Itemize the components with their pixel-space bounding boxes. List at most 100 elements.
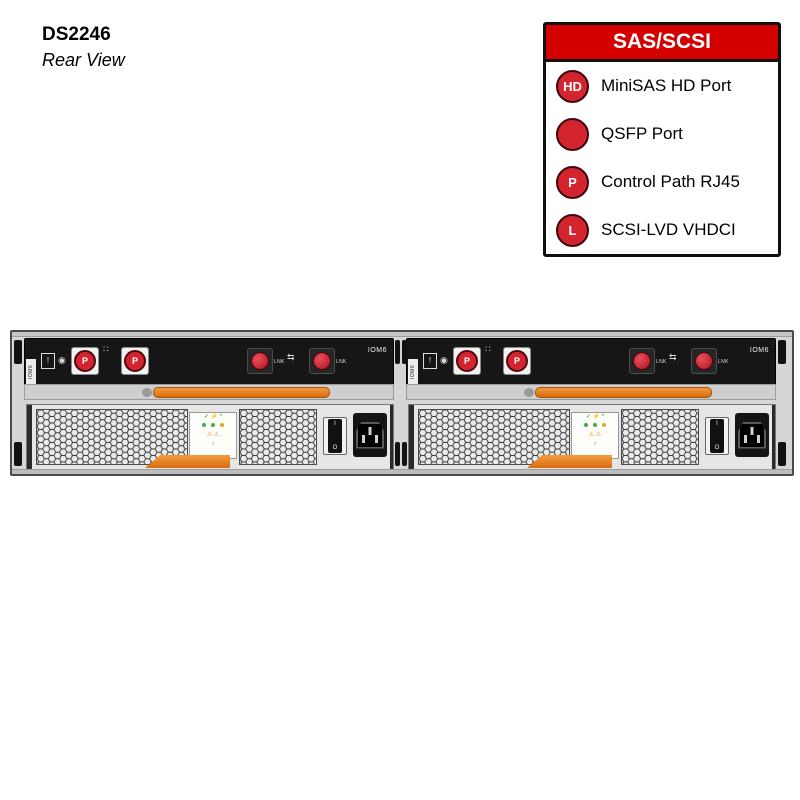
qsfp-port (629, 348, 655, 374)
mounting-tab (778, 340, 786, 364)
page-subtitle: Rear View (42, 50, 125, 70)
iom6-side-label: IOM6 (408, 359, 418, 385)
legend-item-control-path: P Control Path RJ45 (546, 158, 778, 206)
switch-off-label: O (714, 445, 720, 451)
qsfp-port (691, 348, 717, 374)
psu-warning-icon: ⚠ (213, 432, 220, 438)
legend-item-label: QSFP Port (601, 124, 683, 143)
psu-status-label: ✓ ⚡ * ⚠ ⚠ i (571, 412, 619, 459)
psu-power-switch: I O (705, 417, 729, 455)
fault-led-icon: ◉ (440, 355, 448, 365)
psu-led-green (593, 423, 597, 428)
legend-item-qsfp: QSFP Port (546, 110, 778, 158)
psu-led-green (211, 423, 215, 428)
control-path-port-label: P (74, 350, 96, 372)
socket-pin (362, 434, 365, 443)
socket-pin (757, 434, 760, 443)
control-path-port-label: P (506, 350, 528, 372)
psu-fan-icon: * (219, 414, 223, 420)
psu-status-label: ✓ ⚡ * ⚠ ⚠ i (189, 412, 237, 459)
psu-cam-handle (527, 455, 612, 468)
switch-on-label: I (716, 421, 718, 427)
fault-led-icon: ◉ (58, 355, 66, 365)
control-path-rj45-icon: P (556, 165, 589, 199)
grid-icon: ∷ (485, 344, 491, 354)
legend-item-label: SCSI-LVD VHDCI (601, 220, 736, 239)
iom6-handle-strip (24, 384, 394, 400)
psu-vent-grille (621, 409, 699, 465)
sas-link-icon: ⇆ (669, 352, 677, 362)
link-label: LNK (336, 359, 347, 365)
mounting-tab (395, 442, 400, 466)
iom6-handle-strip (406, 384, 776, 400)
mounting-tab (778, 442, 786, 466)
socket-pin (744, 434, 747, 443)
power-switch-rocker: I O (710, 419, 724, 453)
control-path-rj45-port: P (71, 347, 99, 375)
psu-vent-grille (239, 409, 317, 465)
module-bay-a: IOM6 ! ◉ P ∷ P LNK ⇆ (24, 338, 394, 470)
attention-icon: ! (41, 353, 55, 369)
control-path-port-label: P (456, 350, 478, 372)
socket-pin (375, 434, 378, 443)
mounting-tab (14, 442, 22, 466)
psu-led-green (584, 423, 589, 428)
page-title: DS2246 (42, 24, 111, 45)
control-path-rj45-port: P (121, 347, 149, 375)
iom6-cam-handle (524, 387, 712, 398)
psu-warning-icon: ⚠ (206, 432, 213, 438)
psu-fault-icon: ⚡ (592, 414, 601, 420)
psu-module: ✓ ⚡ * ⚠ ⚠ i (408, 404, 776, 470)
qsfp-port-knob (313, 352, 331, 370)
psu-info-icon: i (594, 441, 596, 447)
mounting-tab (14, 340, 22, 364)
psu-module: ✓ ⚡ * ⚠ ⚠ i (26, 404, 394, 470)
psu-warning-icon: ⚠ (595, 432, 602, 438)
link-label: LNK (656, 359, 667, 365)
psu-cam-handle (145, 455, 230, 468)
qsfp-port-icon (556, 117, 589, 151)
qsfp-port-knob (633, 352, 651, 370)
link-label: LNK (274, 359, 285, 365)
legend-item-scsi-lvd: L SCSI-LVD VHDCI (546, 206, 778, 254)
scsi-lvd-vhdci-icon: L (556, 213, 589, 247)
legend-item-label: MiniSAS HD Port (601, 76, 732, 95)
control-path-rj45-port: P (503, 347, 531, 375)
link-label: LNK (718, 359, 729, 365)
socket-pin (368, 426, 372, 435)
legend-item-minisas-hd: HD MiniSAS HD Port (546, 62, 778, 110)
psu-led-green (202, 423, 207, 428)
legend-item-label: Control Path RJ45 (601, 172, 740, 191)
mounting-tab (395, 340, 400, 364)
iom6-label: IOM6 (367, 347, 387, 354)
iom6-label: IOM6 (749, 347, 769, 354)
sas-link-icon: ⇆ (287, 352, 295, 362)
legend-title: SAS/SCSI (546, 25, 778, 62)
psu-power-switch: I O (323, 417, 347, 455)
c14-socket (356, 421, 384, 449)
module-bay-b: IOM6 ! ◉ P ∷ P LNK ⇆ (406, 338, 776, 470)
ds2246-chassis-rear: IOM6 ! ◉ P ∷ P LNK ⇆ (10, 330, 794, 476)
iom6-module: IOM6 ! ◉ P ∷ P LNK ⇆ (24, 338, 394, 400)
psu-info-icon: i (212, 441, 214, 447)
iom6-cam-handle (142, 387, 330, 398)
ac-power-inlet (353, 413, 387, 457)
qsfp-port (247, 348, 273, 374)
psu-warning-icon: ⚠ (588, 432, 595, 438)
iom6-faceplate: IOM6 ! ◉ P ∷ P LNK ⇆ (406, 338, 776, 386)
switch-off-label: O (332, 445, 338, 451)
attention-icon: ! (423, 353, 437, 369)
psu-led-amber (219, 423, 224, 428)
psu-ok-icon: ✓ (203, 414, 209, 420)
qsfp-port-knob (251, 352, 269, 370)
mounting-tab (402, 340, 407, 364)
switch-on-label: I (334, 421, 336, 427)
psu-fault-icon: ⚡ (210, 414, 219, 420)
iom6-faceplate: IOM6 ! ◉ P ∷ P LNK ⇆ (24, 338, 394, 386)
control-path-rj45-port: P (453, 347, 481, 375)
power-switch-rocker: I O (328, 419, 342, 453)
control-path-port-label: P (124, 350, 146, 372)
qsfp-port (309, 348, 335, 374)
psu-ok-icon: ✓ (585, 414, 591, 420)
